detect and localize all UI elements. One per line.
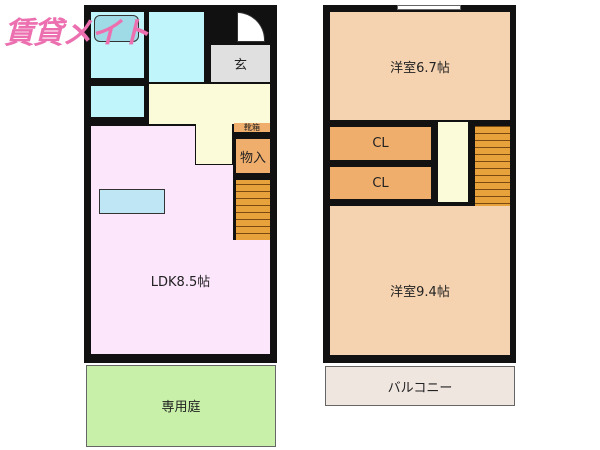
kitchen-counter <box>99 189 165 214</box>
closet-2-label: CL <box>372 175 389 191</box>
storage[interactable]: 物入 <box>236 139 270 173</box>
closet-1-label: CL <box>372 136 389 151</box>
bathtub <box>94 15 139 42</box>
storage-label: 物入 <box>239 150 266 166</box>
entrance-label: 玄 <box>233 58 247 73</box>
window-top <box>397 5 461 10</box>
ldk-lower <box>195 240 270 354</box>
balcony-label: バルコニー <box>387 380 453 396</box>
entrance: 玄 <box>211 45 270 82</box>
closet-2[interactable]: CL <box>330 167 431 199</box>
hallway <box>149 84 270 124</box>
hallway-lower <box>196 120 232 164</box>
garden <box>86 365 276 447</box>
closet-1[interactable]: CL <box>330 127 431 160</box>
western-room-2-text: 洋室9.4帖 <box>390 284 450 300</box>
hallway-floor2 <box>438 122 468 202</box>
ldk <box>91 126 195 354</box>
garden-label: 専用庭 <box>161 399 201 415</box>
shoe-box-label: 靴箱 <box>244 123 260 132</box>
ldk-label: LDK8.5帖 <box>150 274 211 290</box>
balcony: バルコニー <box>325 366 515 406</box>
shoe-box: 靴箱 <box>234 123 270 132</box>
room2-label-overlay: 洋室9.4帖 <box>330 280 510 300</box>
washroom <box>149 12 204 82</box>
stairs-floor1 <box>236 180 270 240</box>
western-room-1: 洋室6.7帖 <box>330 12 510 120</box>
western-room-1-label: 洋室6.7帖 <box>390 60 450 76</box>
toilet <box>91 86 144 117</box>
western-room-2-lower <box>330 240 510 355</box>
logo: 賃貸メイト <box>4 16 150 51</box>
